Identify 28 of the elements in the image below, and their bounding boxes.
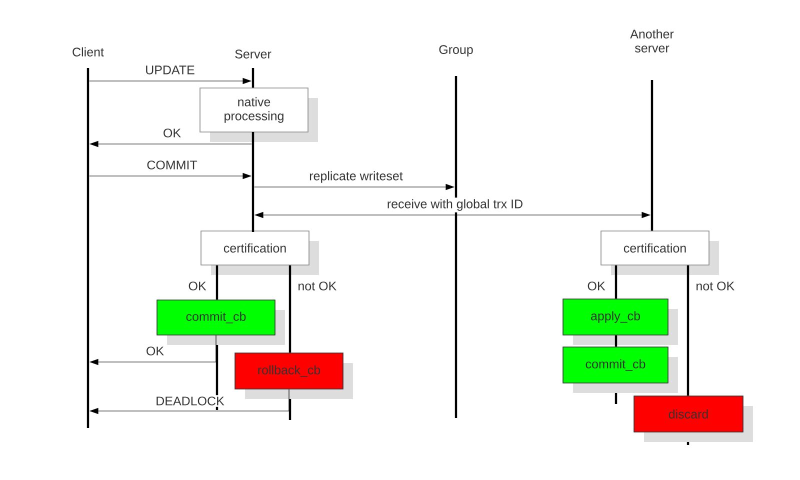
process-box: apply_cb (562, 298, 678, 345)
lifeline-branch (216, 265, 218, 300)
edge-label: OK (586, 280, 607, 292)
process-box: discard (634, 396, 753, 442)
process-box: commit_cb (562, 346, 678, 393)
edge-label: receive with global trx ID (385, 198, 525, 212)
lifeline-branch (686, 265, 690, 396)
lifeline-label: Client (72, 47, 104, 56)
edge-label: replicate writeset (308, 170, 404, 184)
edge-label: not OK (296, 280, 338, 292)
process-box: certification (200, 230, 319, 275)
edge-label: OK (144, 345, 166, 357)
edge-label: DEADLOCK (154, 395, 226, 407)
edge-label: not OK (694, 280, 736, 292)
lifeline-branch (614, 335, 618, 347)
edge-label: OK (161, 127, 183, 139)
lifeline-branch (288, 265, 292, 353)
lifeline-label: Another server (630, 29, 674, 52)
process-box: native processing (200, 88, 318, 142)
edge-label: COMMIT (145, 159, 199, 171)
process-box: certification (600, 230, 719, 275)
lifeline-label: Group (439, 45, 473, 56)
process-box: commit_cb (156, 300, 285, 345)
lifeline-branch (614, 265, 618, 299)
lifeline-label: Server (235, 50, 272, 58)
process-box: rollback_cb (234, 352, 353, 399)
edge-label: UPDATE (144, 64, 196, 76)
edge-label: OK (186, 280, 208, 292)
